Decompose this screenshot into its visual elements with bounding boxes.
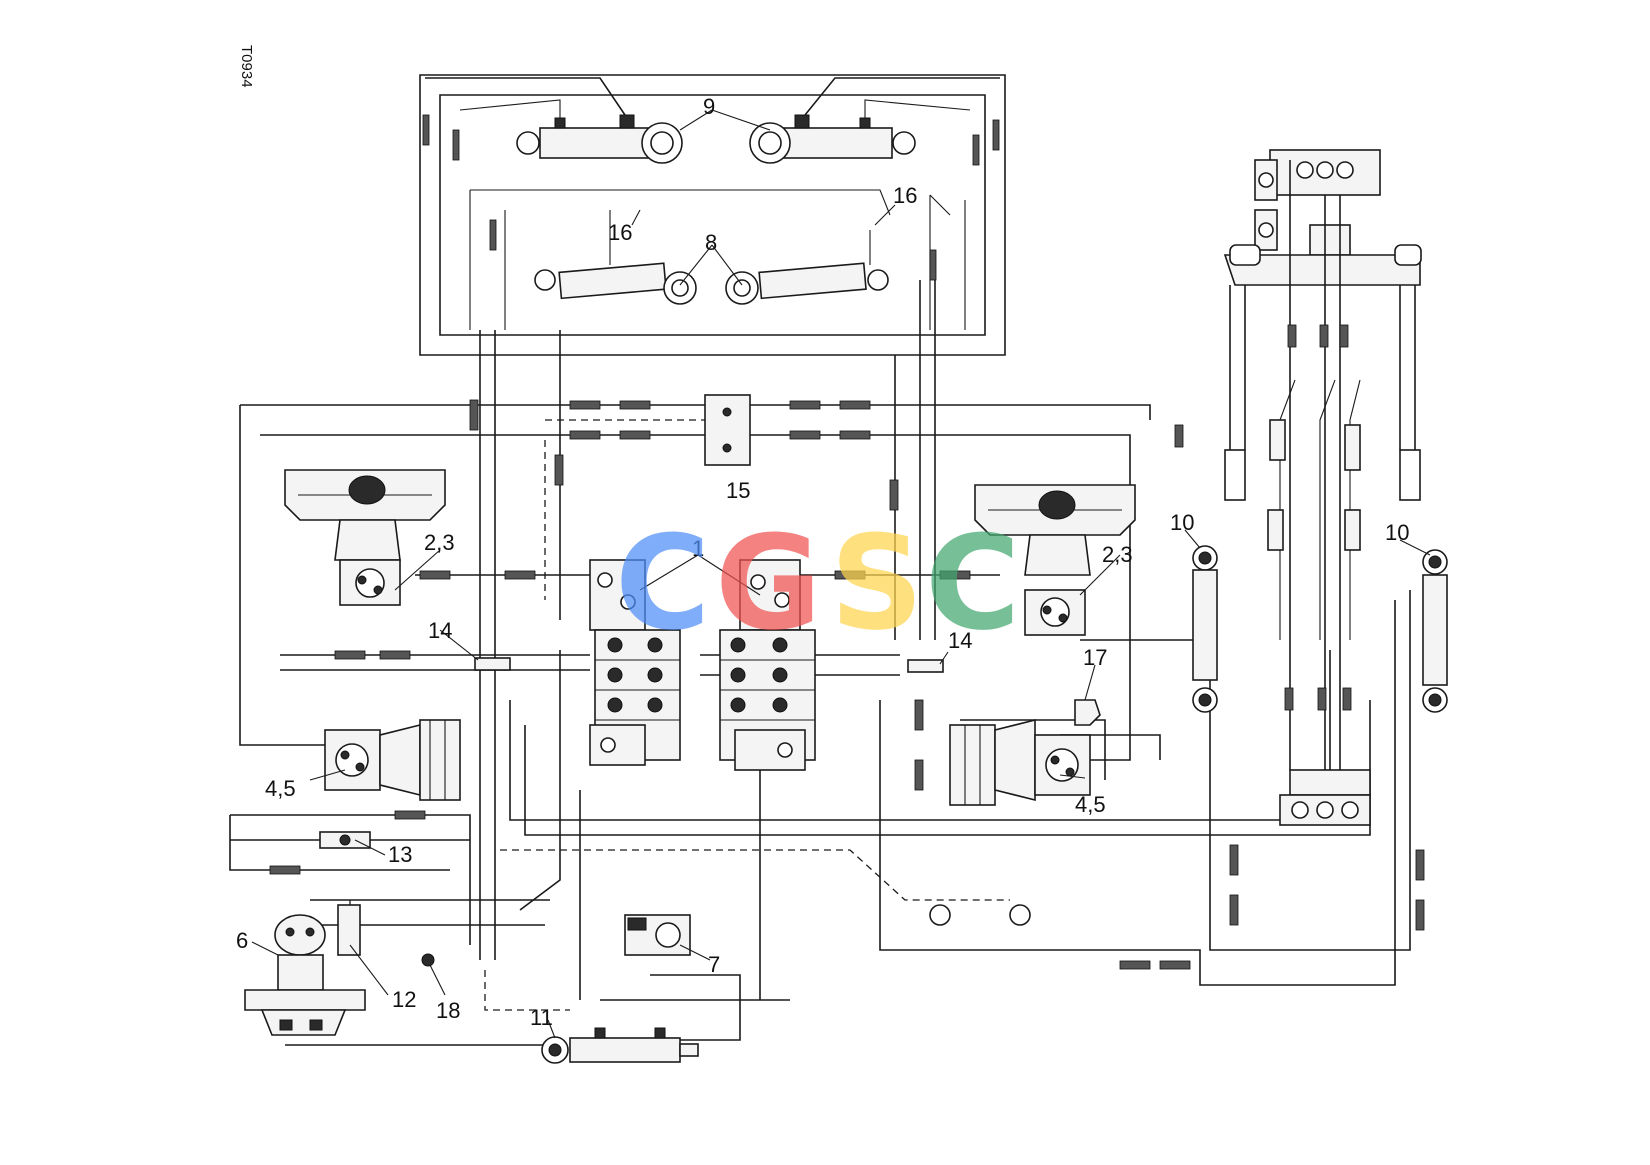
top-cylinder-group xyxy=(419,74,1006,356)
component-7 xyxy=(624,914,691,956)
callout-11: 11 xyxy=(530,1005,553,1030)
callouts: 9 16 16 8 15 1 2,3 2,3 14 14 17 10 10 4,… xyxy=(236,94,1409,1030)
motor-assembly-2-3-right xyxy=(974,484,1136,636)
motor-assembly-2-3-left xyxy=(284,469,446,606)
pipe-network xyxy=(229,280,1425,1046)
component-14-right xyxy=(907,659,944,673)
watermark: C G S C xyxy=(615,507,1020,659)
component-14-left xyxy=(474,657,511,671)
component-17 xyxy=(1074,699,1101,726)
drawing-reference: T0934 xyxy=(238,45,255,88)
cylinder-9-left xyxy=(516,114,683,164)
travel-motor-4-5-right xyxy=(949,718,1091,806)
callout-14-right: 14 xyxy=(948,628,972,653)
callout-4-5-left: 4,5 xyxy=(265,776,296,801)
cylinder-11 xyxy=(541,1027,699,1064)
watermark-letter-4: C xyxy=(925,507,1020,659)
callout-12: 12 xyxy=(392,987,416,1012)
watermark-letter-3: S xyxy=(830,507,924,659)
cylinder-9-right xyxy=(749,114,916,164)
callout-6: 6 xyxy=(236,928,248,953)
callout-2-3-right: 2,3 xyxy=(1102,542,1133,567)
watermark-letter-1: C xyxy=(615,507,710,659)
mast-frame xyxy=(1223,149,1422,826)
callout-10-right: 10 xyxy=(1385,520,1409,545)
callout-18: 18 xyxy=(436,998,460,1023)
watermark-letter-2: G xyxy=(715,507,822,659)
callout-9: 9 xyxy=(703,94,715,119)
callout-7: 7 xyxy=(708,952,720,977)
callout-17: 17 xyxy=(1083,645,1107,670)
callout-13: 13 xyxy=(388,842,412,867)
cylinder-8-right xyxy=(725,262,889,305)
control-valve-block-left xyxy=(589,559,681,766)
callout-8: 8 xyxy=(705,230,717,255)
callout-10-left: 10 xyxy=(1170,510,1194,535)
pump-6 xyxy=(244,914,366,1036)
gauge-left xyxy=(929,904,951,926)
valve-15 xyxy=(704,394,751,466)
component-12 xyxy=(337,904,361,956)
component-18 xyxy=(421,953,435,967)
gauge-right xyxy=(1009,904,1031,926)
callout-14-left: 14 xyxy=(428,618,452,643)
control-valve-block-right xyxy=(719,559,816,771)
leader-lines xyxy=(251,109,1431,1039)
cylinder-10-left xyxy=(1192,545,1218,713)
travel-motor-4-5-left xyxy=(324,719,461,801)
callout-4-5-right: 4,5 xyxy=(1075,792,1106,817)
callout-16-left: 16 xyxy=(608,220,632,245)
callout-1: 1 xyxy=(692,536,704,561)
callout-16-right: 16 xyxy=(893,183,917,208)
component-13 xyxy=(319,831,371,849)
hose-fittings xyxy=(269,399,1425,970)
callout-15: 15 xyxy=(726,478,750,503)
callout-2-3-left: 2,3 xyxy=(424,530,455,555)
cylinder-8-left xyxy=(534,262,697,305)
cylinder-10-right xyxy=(1422,549,1448,713)
